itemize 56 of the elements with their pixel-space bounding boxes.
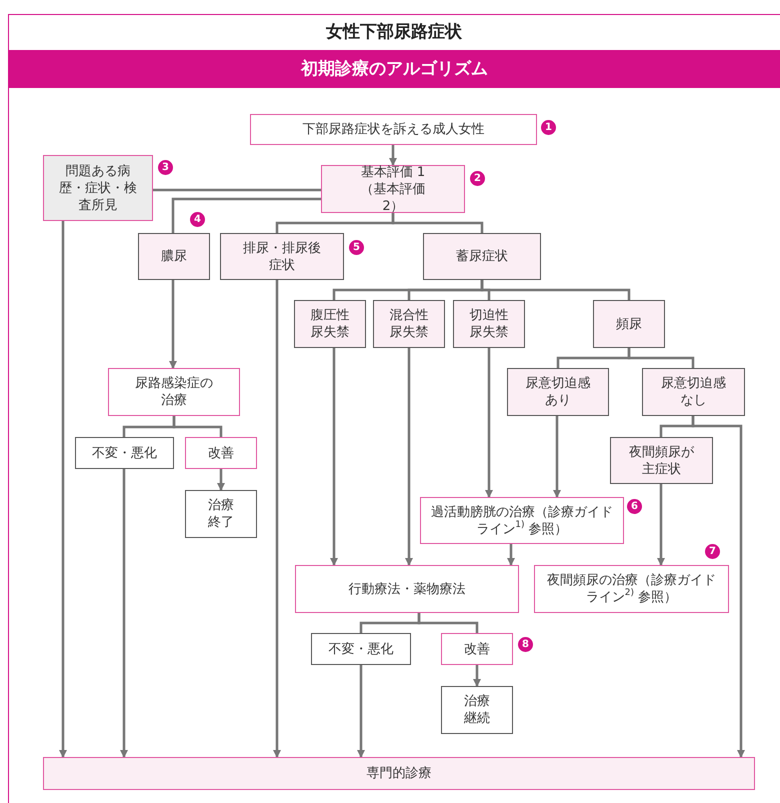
connector-line	[153, 188, 321, 192]
callout-number: 8	[518, 637, 533, 652]
arrow	[485, 348, 493, 498]
connector-line	[480, 280, 630, 300]
process-box: 行動療法・薬物療法	[295, 565, 519, 613]
process-box: 腹圧性尿失禁	[294, 300, 366, 348]
process-box: 下部尿路症状を訴える成人女性	[250, 114, 537, 145]
callout-number: 4	[190, 212, 205, 227]
connector-line	[172, 416, 222, 437]
callout-number: 3	[158, 160, 173, 175]
connector-line	[628, 348, 694, 368]
process-box: 不変・悪化	[75, 437, 174, 469]
process-box: 問題ある病歴・症状・検査所見	[43, 155, 153, 221]
process-box: 治療終了	[185, 490, 257, 538]
process-box: 夜間頻尿の治療（診療ガイドライン$^{2)}$ 参照）	[534, 565, 729, 613]
process-box: 膿尿	[138, 233, 210, 280]
process-box: 不変・悪化	[311, 633, 411, 665]
arrow	[389, 145, 397, 166]
arrow	[657, 484, 665, 566]
connector-line	[172, 198, 321, 233]
connector-line	[392, 213, 484, 233]
process-box: 改善	[441, 633, 513, 665]
process-box: 改善	[185, 437, 257, 469]
arrow	[330, 348, 338, 566]
arrow	[405, 348, 413, 566]
process-box: 切迫性尿失禁	[453, 300, 525, 348]
arrow	[507, 544, 515, 566]
arrow	[169, 280, 177, 369]
process-box: 過活動膀胱の治療（診療ガイドライン$^{1)}$ 参照）	[420, 497, 624, 544]
process-box: 尿意切迫感あり	[507, 368, 609, 416]
process-box: 専門的診療	[43, 757, 755, 790]
arrow	[473, 665, 481, 687]
title: 女性下部尿路症状	[325, 21, 463, 44]
arrow	[357, 665, 365, 758]
arrow	[120, 469, 128, 758]
process-box: 基本評価 1 （基本評価 2）	[321, 165, 465, 213]
subtitle-banner: 初期診療のアルゴリズム	[9, 50, 780, 88]
process-box: 夜間頻尿が主症状	[610, 437, 713, 484]
connector-line	[418, 613, 478, 633]
process-box: 尿意切迫感なし	[642, 368, 745, 416]
process-box: 混合性尿失禁	[373, 300, 445, 348]
arrow	[273, 280, 281, 758]
arrow	[692, 416, 745, 758]
arrow	[59, 221, 67, 758]
process-box: 頻尿	[593, 300, 665, 348]
process-box: 蓄尿症状	[423, 233, 541, 280]
callout-number: 6	[627, 499, 642, 514]
arrow	[217, 469, 225, 491]
process-box: 尿路感染症の治療	[108, 368, 240, 416]
callout-number: 5	[349, 240, 364, 255]
callout-number: 1	[541, 120, 556, 135]
process-box: 治療継続	[441, 686, 513, 734]
arrow	[553, 416, 561, 498]
callout-number: 7	[705, 544, 720, 559]
callout-number: 2	[470, 171, 485, 186]
process-box: 排尿・排尿後症状	[220, 233, 344, 280]
